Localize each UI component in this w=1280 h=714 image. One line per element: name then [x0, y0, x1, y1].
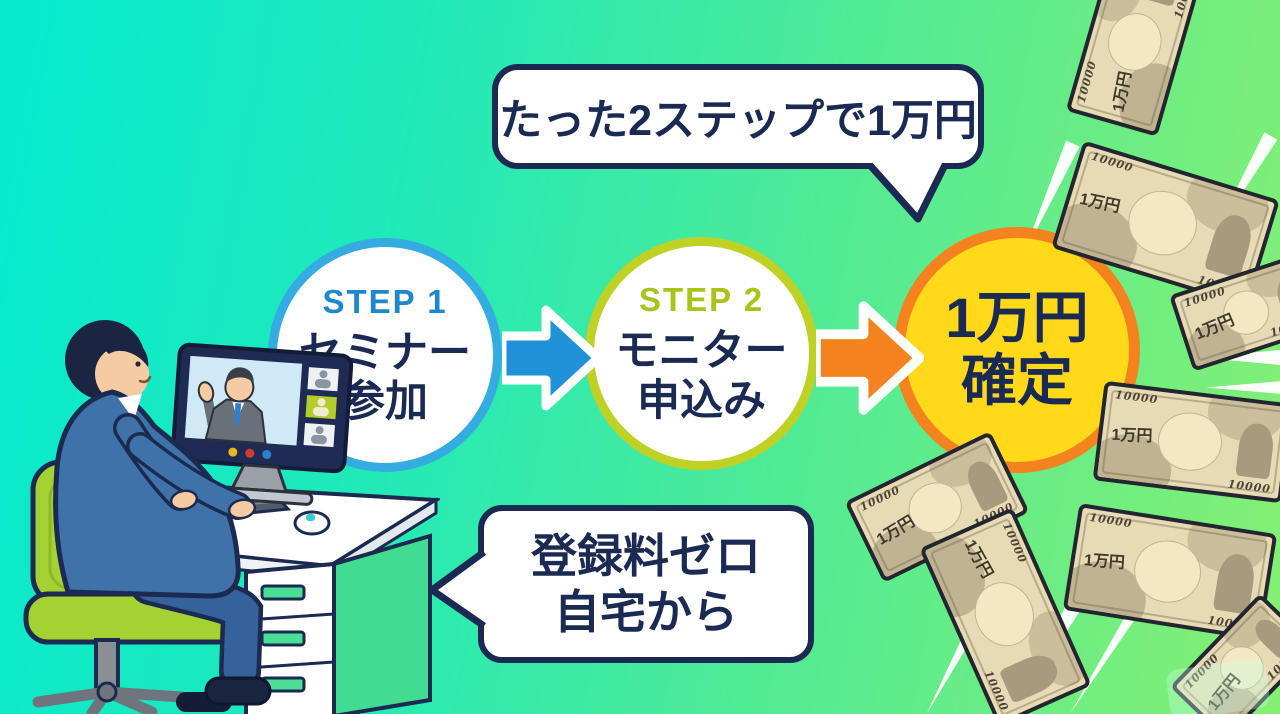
drawer-handle [260, 584, 306, 601]
drawer-handle [260, 630, 306, 647]
hand [169, 489, 199, 511]
top-bubble-tail [865, 163, 950, 223]
arrow-right-icon [816, 301, 924, 415]
presenter [197, 367, 267, 445]
waving-hand [197, 381, 215, 403]
watermark [1165, 657, 1271, 714]
step1-title-line2: 参加 [342, 378, 428, 426]
bottom-speech-bubble: 登録料ゼロ 自宅から [478, 505, 814, 663]
step2-title-line1: モニター [615, 327, 788, 376]
bill-amount-kanji: 1万円 [1111, 426, 1153, 446]
step2-circle: STEP 2 モニター 申込み [585, 237, 818, 470]
face [95, 346, 149, 402]
computer-monitor [170, 342, 354, 506]
monitor-indicator-dots [228, 447, 272, 459]
step2-label: STEP 2 [638, 281, 765, 319]
shirt-collar [118, 394, 142, 420]
top-bubble-text: たった2ステップで1万円 [499, 96, 977, 145]
bill-amount-number: 10000 [1172, 0, 1196, 20]
suit [53, 389, 241, 599]
goal-title-line1: 1万円 [945, 286, 1089, 350]
bill-amount-kanji: 1万円 [1083, 552, 1126, 573]
mouse [293, 510, 331, 536]
shoe [204, 676, 272, 706]
participant-thumbnails [301, 365, 342, 450]
bottom-bubble-line1: 登録料ゼロ [531, 529, 761, 582]
bottom-bubble-line2: 自宅から [554, 586, 738, 638]
person-at-computer-illustration [23, 320, 440, 714]
person [53, 320, 272, 712]
hand [227, 498, 257, 520]
step2-title-line2: 申込み [637, 376, 766, 425]
arrow-right-icon [502, 305, 602, 411]
speed-line [1206, 380, 1280, 395]
top-speech-bubble: たった2ステップで1万円 [492, 64, 984, 169]
step1-label: STEP 1 [322, 282, 448, 320]
goal-title-line2: 確定 [961, 349, 1073, 412]
bottom-bubble-tail [428, 549, 486, 629]
